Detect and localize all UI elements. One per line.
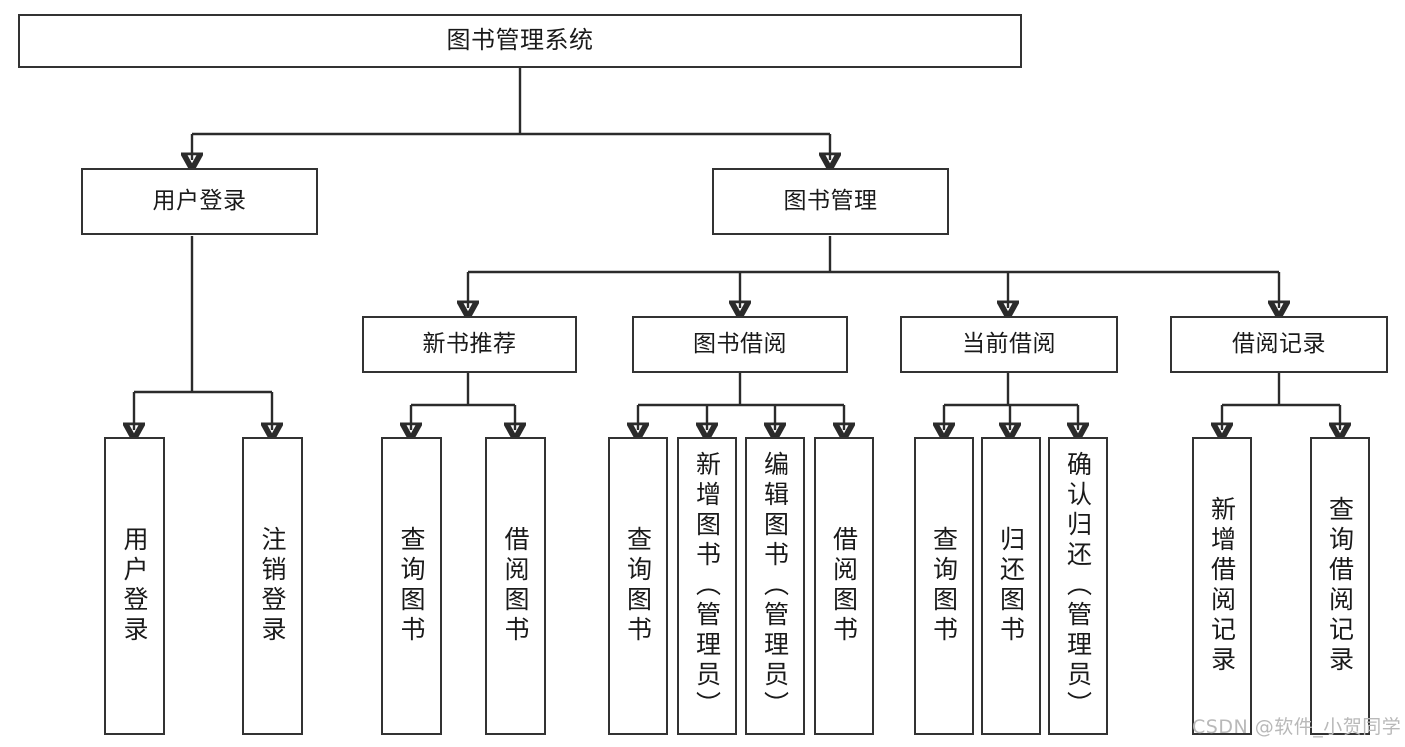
node-borrow-record-label: 借阅记录 [1232,331,1326,358]
node-leaf-query-book-2[interactable]: 查询图书 [608,437,668,735]
node-root[interactable]: 图书管理系统 [18,14,1022,68]
node-new-book-recommend-label: 新书推荐 [422,331,517,358]
node-current-borrow[interactable]: 当前借阅 [900,316,1118,373]
node-leaf-confirm-return[interactable]: 确认归还（管理员） [1048,437,1108,735]
node-book-borrow-label: 图书借阅 [693,331,787,358]
node-leaf-borrow-book-2-label: 借阅图书 [829,526,859,646]
node-leaf-edit-book[interactable]: 编辑图书（管理员） [745,437,805,735]
node-new-book-recommend[interactable]: 新书推荐 [362,316,577,373]
node-user-login-label: 用户登录 [152,188,247,215]
node-leaf-query-record[interactable]: 查询借阅记录 [1310,437,1370,735]
node-leaf-query-book-1[interactable]: 查询图书 [381,437,442,735]
node-leaf-query-book-2-label: 查询图书 [623,526,653,646]
node-leaf-add-record-label: 新增借阅记录 [1207,496,1237,676]
node-leaf-add-record[interactable]: 新增借阅记录 [1192,437,1252,735]
node-leaf-user-login[interactable]: 用户登录 [104,437,165,735]
node-leaf-logout-login-label: 注销登录 [258,526,287,646]
node-leaf-return-book[interactable]: 归还图书 [981,437,1041,735]
node-book-manage-label: 图书管理 [783,188,878,215]
node-leaf-borrow-book-1[interactable]: 借阅图书 [485,437,546,735]
node-leaf-add-book[interactable]: 新增图书（管理员） [677,437,737,735]
node-user-login[interactable]: 用户登录 [81,168,318,235]
node-leaf-add-book-label: 新增图书（管理员） [692,451,722,721]
node-leaf-return-book-label: 归还图书 [996,526,1026,646]
node-book-borrow[interactable]: 图书借阅 [632,316,848,373]
node-leaf-borrow-book-2[interactable]: 借阅图书 [814,437,874,735]
node-leaf-borrow-book-1-label: 借阅图书 [501,526,530,646]
node-borrow-record[interactable]: 借阅记录 [1170,316,1388,373]
node-leaf-logout-login[interactable]: 注销登录 [242,437,303,735]
node-leaf-confirm-return-label: 确认归还（管理员） [1063,451,1093,721]
watermark: CSDN @软件_小贺同学 [1192,716,1402,738]
node-leaf-query-record-label: 查询借阅记录 [1325,496,1355,676]
node-leaf-edit-book-label: 编辑图书（管理员） [760,451,790,721]
node-book-manage[interactable]: 图书管理 [712,168,949,235]
node-leaf-query-book-1-label: 查询图书 [397,526,426,646]
node-leaf-query-book-3-label: 查询图书 [929,526,959,646]
node-leaf-user-login-label: 用户登录 [120,526,149,646]
node-root-label: 图书管理系统 [446,26,594,55]
node-current-borrow-label: 当前借阅 [962,331,1056,358]
node-leaf-query-book-3[interactable]: 查询图书 [914,437,974,735]
